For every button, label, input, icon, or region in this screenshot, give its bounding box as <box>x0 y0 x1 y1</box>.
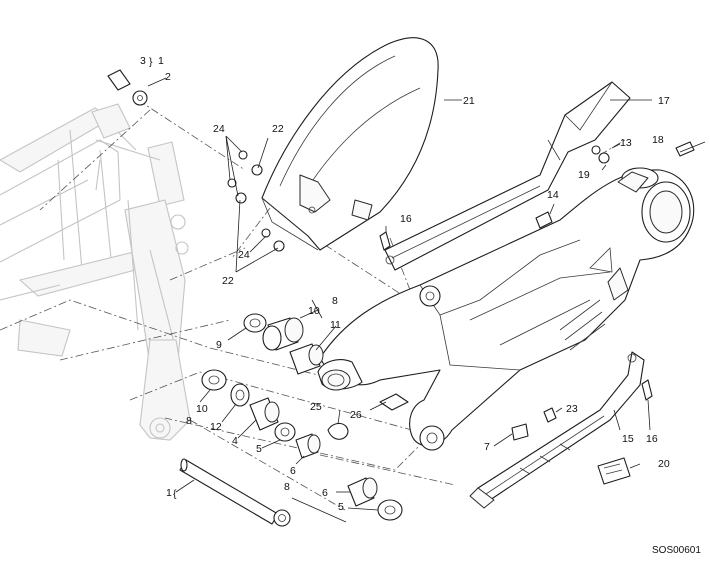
chain-guard-part <box>384 81 631 271</box>
callout-26: 26 <box>350 409 362 421</box>
callout-21: 21 <box>463 95 475 107</box>
callout-labels: 3 } 1 2 21 17 18 13 19 14 24 22 16 24 22… <box>140 55 670 513</box>
callout-24-top: 24 <box>213 123 225 135</box>
diagram-code: SOS00601 <box>652 545 701 556</box>
callout-5-bottom: 5 <box>338 501 344 513</box>
callout-12: 12 <box>210 421 222 433</box>
callout-8-top: 8 <box>332 295 338 307</box>
callout-25: 25 <box>310 401 322 413</box>
callout-9: 9 <box>216 339 222 351</box>
callout-10-bottom: 10 <box>196 403 208 415</box>
callout-17: 17 <box>658 95 670 107</box>
rear-hugger-part <box>261 37 439 251</box>
callout-6-bottom: 6 <box>322 487 328 499</box>
pivot-bush-part <box>317 359 363 391</box>
callout-14: 14 <box>547 189 559 201</box>
bearings-and-spacers <box>201 299 409 523</box>
callout-24-bottom: 24 <box>238 249 250 261</box>
callout-15: 15 <box>622 433 634 445</box>
callout-2: 2 <box>165 71 171 83</box>
callout-bracket-open: { <box>173 488 177 500</box>
fasteners <box>107 69 706 441</box>
callout-8-bottom: 8 <box>284 481 290 493</box>
callout-7: 7 <box>484 441 490 453</box>
callout-8-mid: 8 <box>186 415 192 427</box>
callout-5-top: 5 <box>256 443 262 455</box>
callout-19: 19 <box>578 169 590 181</box>
label-plate-part <box>597 457 631 485</box>
swingarm-part <box>319 167 695 451</box>
callout-20: 20 <box>658 458 670 470</box>
frame-ghost <box>0 103 191 441</box>
callout-10-top: 10 <box>308 305 320 317</box>
callout-11: 11 <box>330 319 341 331</box>
pivot-spindle-part <box>179 458 291 527</box>
callout-1-top: 1 <box>158 55 164 67</box>
leader-lines <box>147 77 652 511</box>
callout-bracket-close: } <box>149 56 153 68</box>
callout-23: 23 <box>566 403 578 415</box>
callout-3: 3 <box>140 55 146 67</box>
callout-1-bottom: 1 <box>166 487 172 499</box>
callout-22-bottom: 22 <box>222 275 234 287</box>
chain-slider-part <box>469 351 645 509</box>
callout-16-top: 16 <box>400 213 412 225</box>
callout-4: 4 <box>232 435 238 447</box>
callout-6-top: 6 <box>290 465 296 477</box>
callout-22-top: 22 <box>272 123 284 135</box>
callout-18: 18 <box>652 134 664 146</box>
callout-16-bottom: 16 <box>646 433 658 445</box>
callout-13: 13 <box>620 137 632 149</box>
